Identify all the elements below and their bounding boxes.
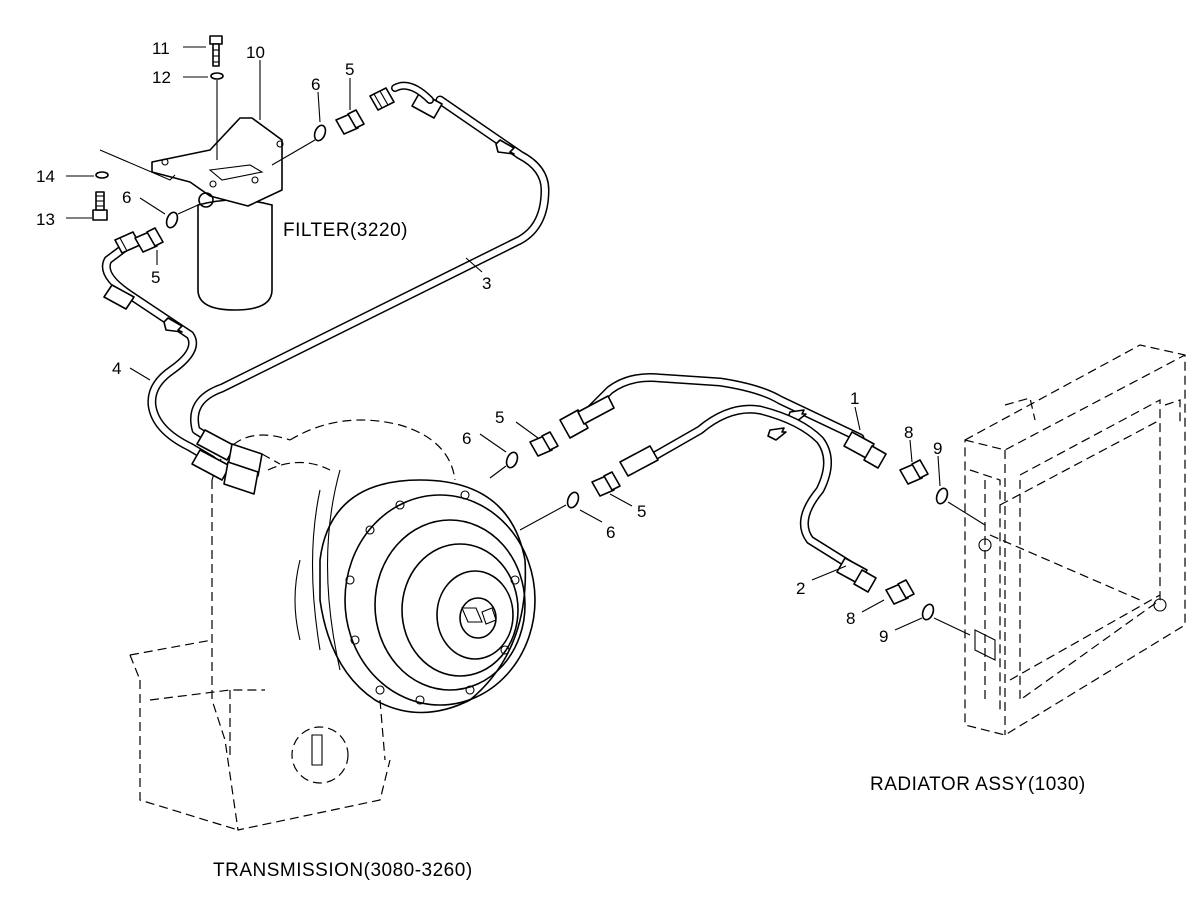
washer-12 xyxy=(210,72,224,80)
o-ring-9-lower xyxy=(921,603,935,621)
port-line-upper xyxy=(489,465,507,479)
callout-11: 11 xyxy=(152,39,170,58)
callout-5-filter-top: 5 xyxy=(345,60,354,79)
filter-port-line xyxy=(177,204,199,215)
callout-14: 14 xyxy=(36,167,55,186)
callout-2: 2 xyxy=(796,579,805,598)
callout-13: 13 xyxy=(36,210,55,229)
callout-6-filter-left: 6 xyxy=(122,188,131,207)
callout-5-filter-left: 5 xyxy=(151,268,160,287)
adapter-5-left xyxy=(134,227,164,253)
callout-numbers: 11 12 10 6 5 14 13 6 5 3 4 5 6 5 6 1 8 9… xyxy=(36,39,942,646)
callout-5-transmission-upper: 5 xyxy=(495,408,504,427)
bolt-11 xyxy=(209,35,223,67)
washer-14 xyxy=(95,171,109,179)
callout-12: 12 xyxy=(152,68,171,87)
callout-8-lower: 8 xyxy=(846,609,855,628)
transmission-flange xyxy=(311,469,536,714)
adapter-5-mid xyxy=(529,431,559,457)
callout-6-transmission-lower: 6 xyxy=(606,523,615,542)
hose-4 xyxy=(101,231,217,465)
radiator-port-line-lower xyxy=(933,617,971,636)
filter-assembly xyxy=(151,117,316,311)
callout-1: 1 xyxy=(850,389,859,408)
adapter-5-lower xyxy=(591,471,621,497)
caption-radiator: RADIATOR ASSY(1030) xyxy=(870,774,1086,795)
o-ring-9-upper xyxy=(935,487,949,505)
callout-6-transmission-upper: 6 xyxy=(462,429,471,448)
bolt-14-line xyxy=(99,149,176,181)
hose-2 xyxy=(619,404,877,593)
callout-3: 3 xyxy=(482,274,491,293)
transmission-hose-fittings xyxy=(191,429,281,495)
callout-4: 4 xyxy=(112,359,121,378)
radiator-assembly xyxy=(964,344,1186,736)
radiator-port-line-upper xyxy=(947,501,986,526)
hose-1 xyxy=(559,373,887,469)
transmission-housing xyxy=(129,419,456,831)
caption-filter: FILTER(3220) xyxy=(283,220,408,241)
callout-5-transmission-lower: 5 xyxy=(637,502,646,521)
o-ring-6-mid xyxy=(505,451,519,469)
o-ring-6-left xyxy=(165,211,179,229)
callout-8-upper: 8 xyxy=(904,423,913,442)
bolt-13 xyxy=(92,191,108,221)
adapter-5-upper xyxy=(335,109,365,135)
caption-transmission: TRANSMISSION(3080-3260) xyxy=(213,860,473,881)
callout-6-filter-top: 6 xyxy=(311,75,320,94)
o-ring-6-lower xyxy=(566,491,580,509)
callout-9-upper: 9 xyxy=(933,439,942,458)
port-line-lower xyxy=(519,504,567,531)
leader-lines xyxy=(66,46,941,631)
callout-10: 10 xyxy=(246,43,265,62)
callout-9-lower: 9 xyxy=(879,627,888,646)
o-ring-6-upper xyxy=(313,124,327,142)
connector-8-upper xyxy=(899,459,929,485)
connector-8-lower xyxy=(885,579,915,605)
hose-3 xyxy=(190,81,550,449)
